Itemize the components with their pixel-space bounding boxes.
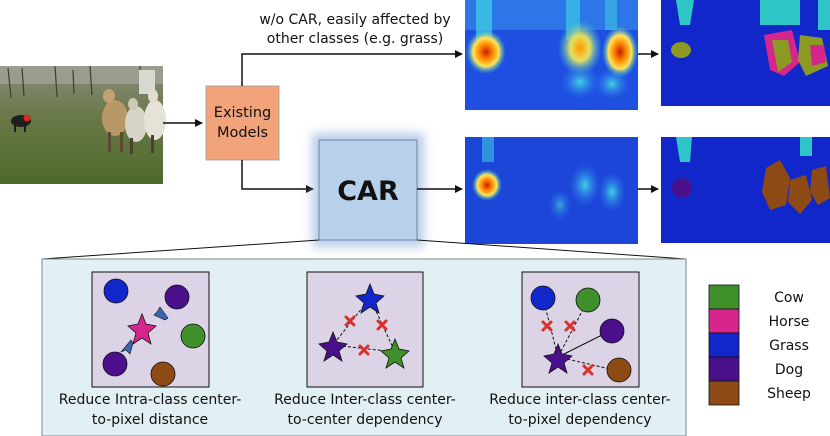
dog-figure (11, 114, 31, 132)
legend-label-dog: Dog (775, 362, 803, 378)
input-photo (0, 65, 166, 184)
cross-marks (344, 315, 388, 356)
zoom-line-left (41, 239, 320, 260)
legend-swatch-horse (708, 308, 740, 334)
dog-center-star (318, 330, 348, 362)
top-annotation-line2: other classes (e.g. grass) (267, 31, 443, 47)
panel-inter-class-center: Reduce Inter-class center- to-center dep… (274, 271, 456, 428)
panel-inter-class-pixel: Reduce inter-class center- to-pixel depe… (489, 271, 671, 428)
pull-arrow-2 (120, 339, 134, 355)
car-label: CAR (337, 176, 399, 207)
dog-center-star-2 (543, 342, 573, 374)
legend: Cow Horse Grass Dog Sheep (708, 284, 811, 406)
legend-swatch-dog (708, 356, 740, 382)
existing-models-line1: Existing (214, 105, 271, 121)
legend-swatch-cow (708, 284, 740, 310)
legend-label-sheep: Sheep (767, 386, 811, 402)
existing-models-line2: Models (217, 125, 268, 141)
segmentation-with-car (661, 137, 830, 243)
panel1-caption-line1: Reduce Intra-class center- (59, 392, 242, 408)
panel-intra-class: Reduce Intra-class center- to-pixel dist… (59, 271, 242, 428)
legend-swatch-sheep (708, 380, 740, 406)
heatmap-with-car (465, 137, 638, 244)
legend-label-cow: Cow (774, 290, 804, 306)
top-annotation-line1: w/o CAR, easily affected by (259, 12, 450, 28)
sheep-figures (102, 89, 166, 154)
legend-label-horse: Horse (769, 314, 810, 330)
arrow-models-to-top-heatmap (241, 50, 463, 86)
panel2-caption-line2: to-center dependency (287, 412, 442, 428)
legend-label-grass: Grass (769, 338, 809, 354)
pull-arrow-1 (153, 306, 169, 321)
car-module-box: CAR (312, 133, 424, 247)
panel2-caption-line1: Reduce Inter-class center- (274, 392, 456, 408)
zoom-line-right (416, 239, 687, 260)
arrow-models-to-car (241, 160, 314, 193)
panel3-caption-line1: Reduce inter-class center- (489, 392, 670, 408)
legend-swatch-grass (708, 332, 740, 358)
cross-marks-2 (541, 320, 594, 376)
heatmap-without-car (465, 0, 638, 110)
existing-models-box: Existing Models (205, 85, 280, 161)
horse-center-star (127, 312, 157, 345)
segmentation-without-car (661, 0, 830, 106)
cow-center-star (380, 337, 410, 369)
panel3-caption-line2: to-pixel dependency (508, 412, 651, 428)
panel1-caption-line2: to-pixel distance (92, 412, 208, 428)
grass-center-star (355, 282, 385, 314)
